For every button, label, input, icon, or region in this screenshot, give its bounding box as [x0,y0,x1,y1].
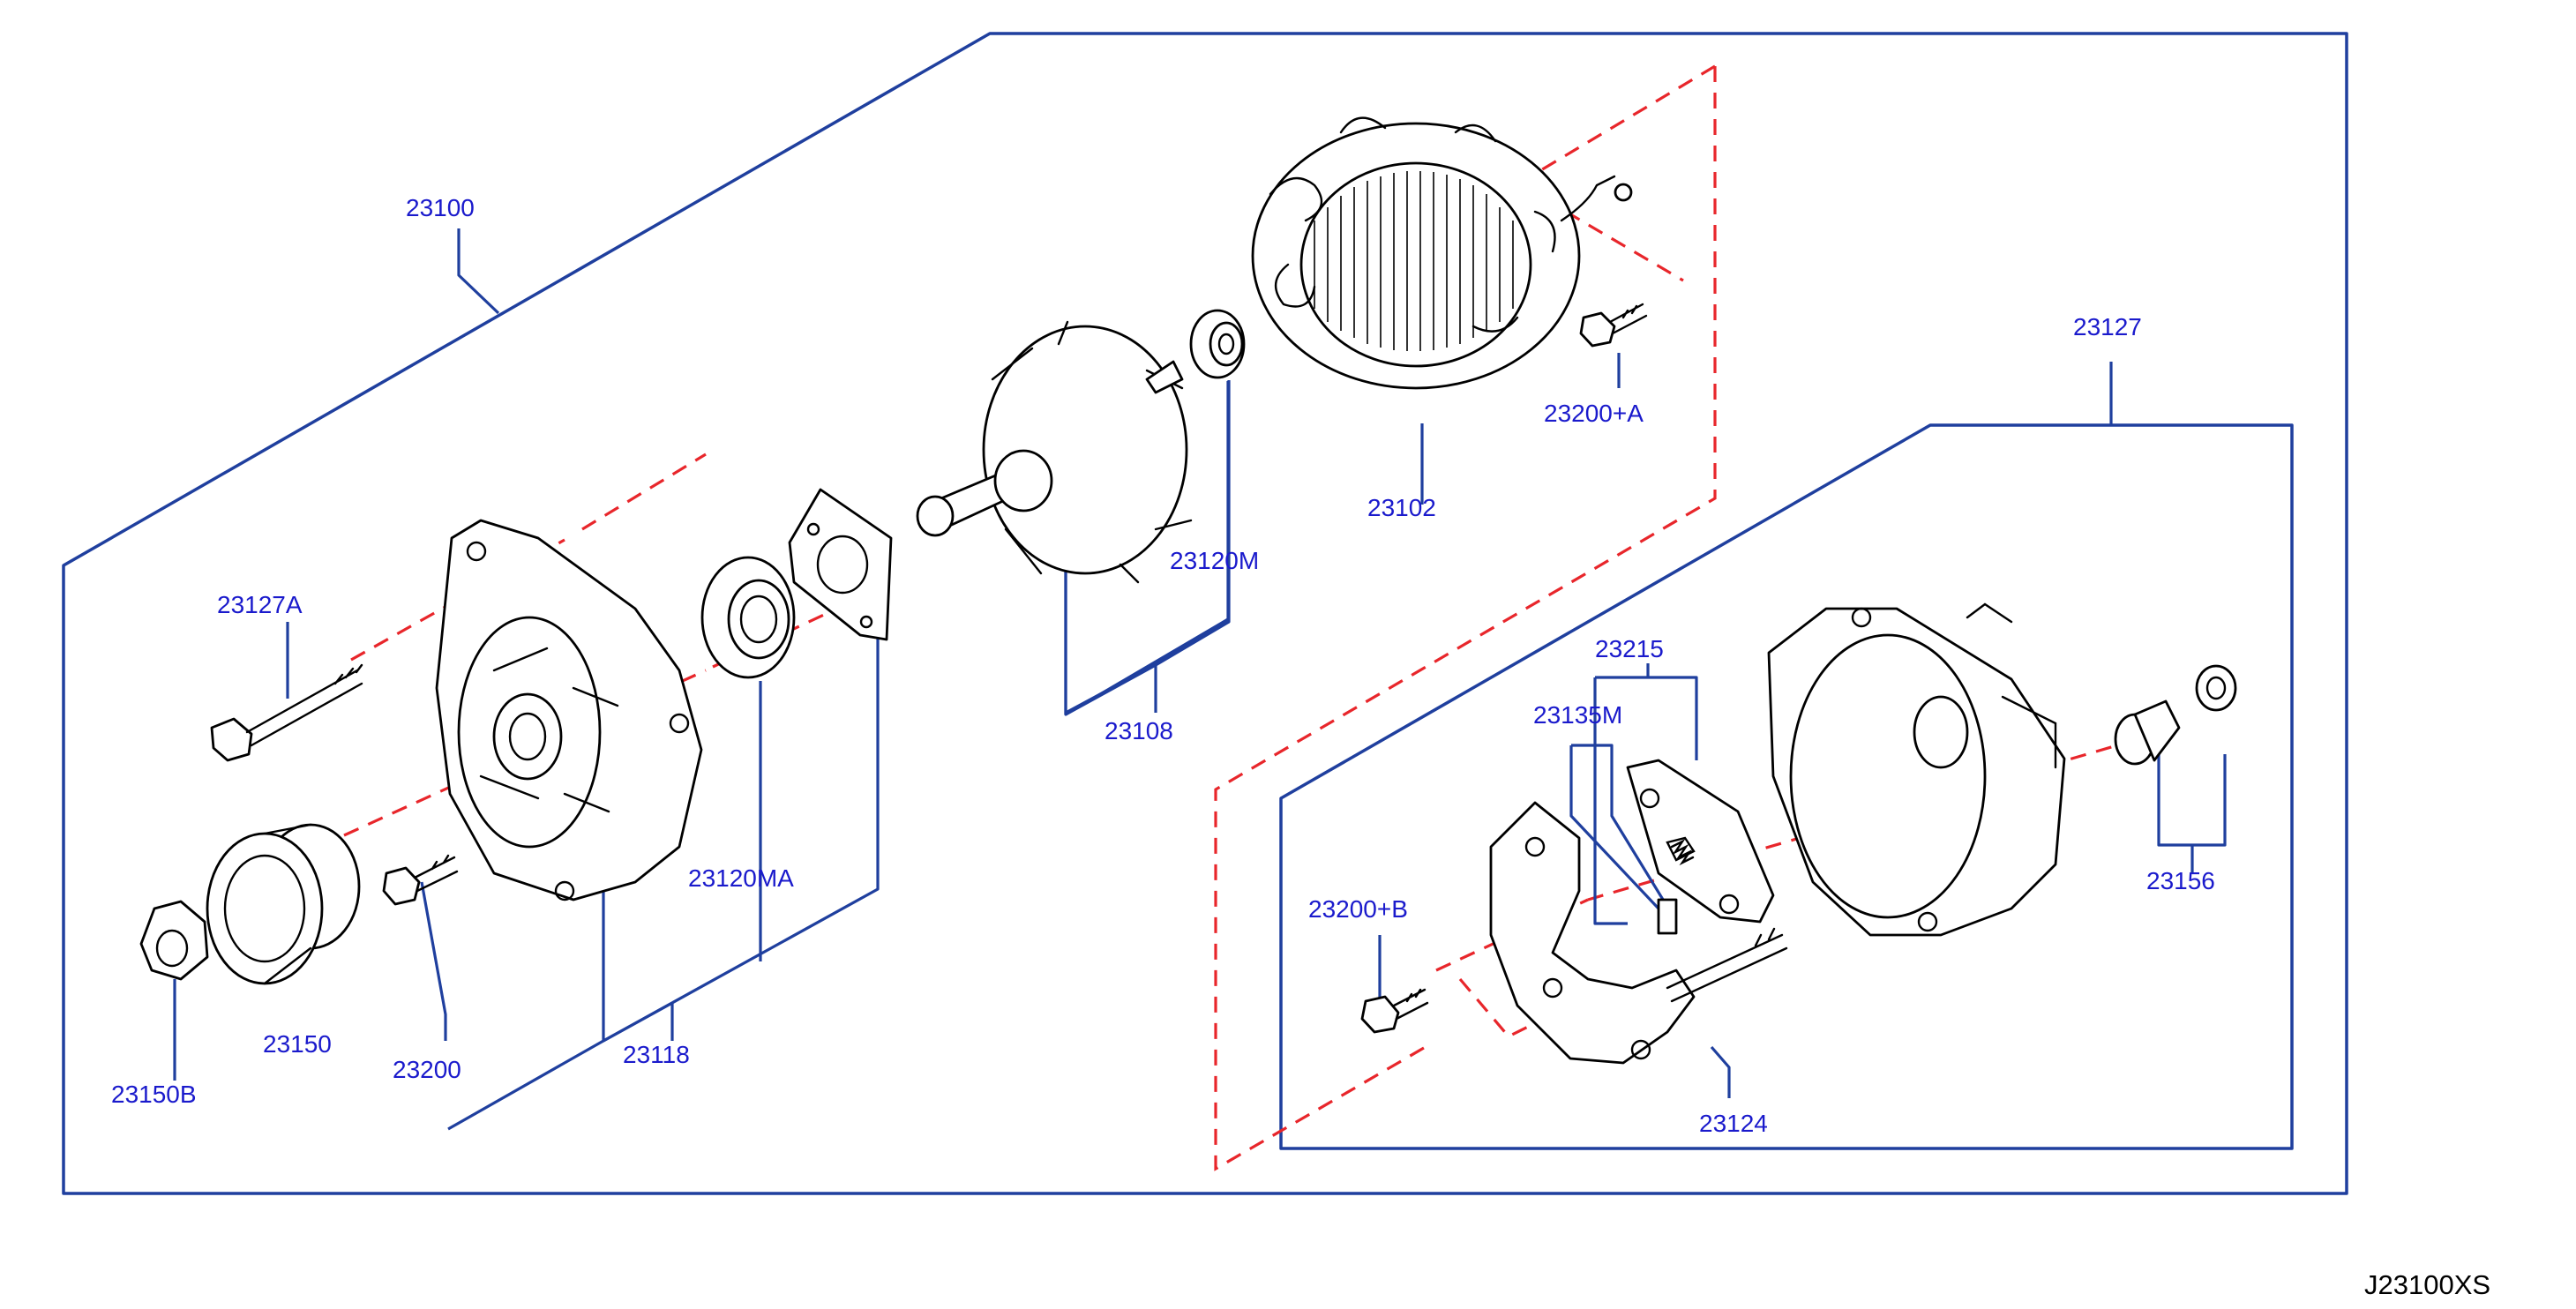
callout-23124: 23124 [1699,1110,1768,1137]
callout-23135m: 23135M [1533,701,1622,729]
callout-23127: 23127 [2073,313,2142,340]
bearing-23120ma [700,556,796,679]
callout-23200-b: 23200+B [1308,895,1408,923]
gasket-plate [788,488,893,641]
callout-23100: 23100 [406,194,475,221]
through-bolt-23127a [210,663,363,762]
bolt-23200-a [1579,303,1648,348]
front-housing-23118 [435,519,703,901]
callout-23108: 23108 [1105,717,1173,744]
rear-cover-23127 [1767,602,2066,937]
bearing-23120m [1189,309,1246,379]
callout-23127a: 23127A [217,591,303,618]
callout-labels: 23100 23102 23200+A 23127 23127A 23120M … [111,194,2215,1137]
callout-23150: 23150 [263,1030,332,1058]
bolt-23200-b [1360,988,1429,1034]
callout-23102: 23102 [1367,494,1436,521]
brush-spring-23135m [1657,838,1695,935]
callout-23150b: 23150B [111,1081,197,1108]
callout-23120ma: 23120MA [688,864,794,892]
bolt-23200 [382,854,459,906]
terminal-23156 [2114,664,2237,766]
stator-23102 [1251,116,1633,390]
callout-23156: 23156 [2146,867,2215,894]
brush-holder-23215 [1626,759,1775,924]
leader-lines [173,228,2227,1131]
callout-23120m: 23120M [1170,547,1259,574]
rear-cover-frame-23127 [1279,423,2294,1150]
diagram-code: J23100XS [2364,1269,2490,1300]
callout-23215: 23215 [1595,635,1664,662]
pulley-23150 [206,823,361,985]
callout-23200: 23200 [393,1056,461,1083]
callout-23200-a: 23200+A [1544,400,1644,427]
callout-23118: 23118 [623,1041,690,1068]
rotor-23108 [916,320,1193,584]
assembly-frame-23100 [62,32,2348,1195]
nut-23150b [139,900,209,981]
rectifier-23124 [1489,801,1788,1065]
